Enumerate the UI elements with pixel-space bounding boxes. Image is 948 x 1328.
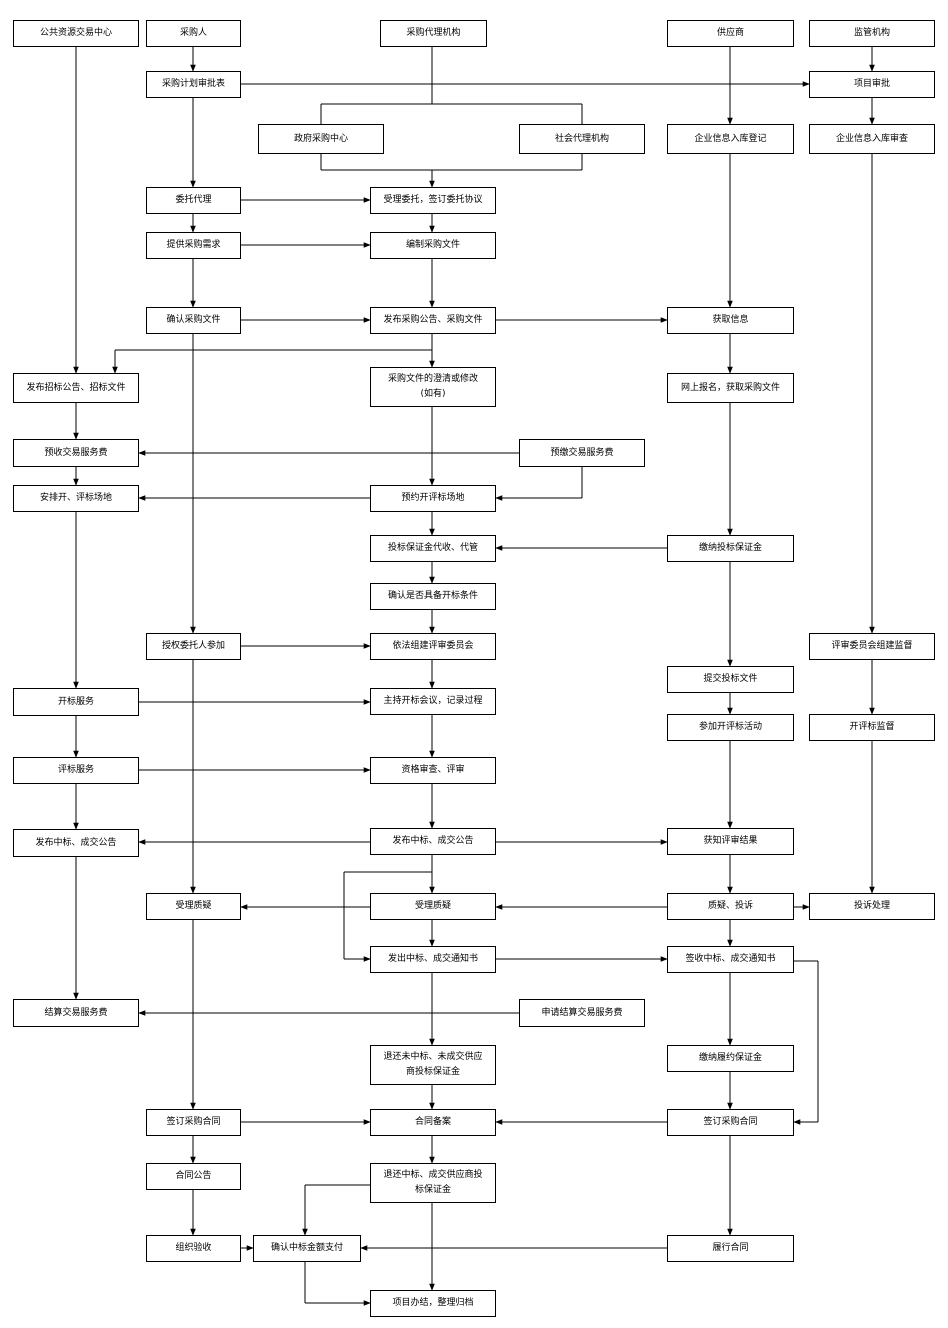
- node-wtdl: 委托代理: [146, 187, 241, 214]
- node-fbzb: 发布中标、成交公告: [370, 828, 496, 855]
- node-ysfy: 预收交易服务费: [13, 439, 139, 467]
- node-zfcg: 政府采购中心: [258, 124, 384, 154]
- node-slzy-l: 受理质疑: [146, 893, 241, 920]
- node-ggzy: 公共资源交易中心: [13, 20, 139, 47]
- node-fbgg: 发布采购公告、采购文件: [370, 307, 496, 334]
- node-hqxx: 获取信息: [667, 307, 794, 334]
- node-qdht-l: 签订采购合同: [146, 1109, 241, 1136]
- node-kbfw: 开标服务: [13, 688, 139, 716]
- node-qydj: 企业信息入库登记: [667, 124, 794, 154]
- node-slzy-m: 受理质疑: [370, 893, 496, 920]
- node-jhsp: 采购计划审批表: [146, 71, 241, 98]
- node-fctz: 发出中标、成交通知书: [370, 946, 496, 973]
- node-thzb: 退还中标、成交供应商投 标保证金: [370, 1163, 496, 1203]
- node-gys: 供应商: [667, 20, 794, 47]
- node-cqxg: 采购文件的澄清或修改 (如有): [370, 367, 496, 407]
- node-qysc: 企业信息入库审查: [809, 124, 935, 154]
- node-pbfw: 评标服务: [13, 757, 139, 784]
- node-lxht: 履行合同: [667, 1235, 794, 1262]
- node-htgg: 合同公告: [146, 1163, 241, 1190]
- node-yjfy: 预缴交易服务费: [519, 439, 645, 467]
- node-lybzj: 缴纳履约保证金: [667, 1045, 794, 1072]
- node-tgxq: 提供采购需求: [146, 232, 241, 259]
- node-zbgg2: 发布中标、成交公告: [13, 829, 139, 857]
- node-slwt: 受理委托，签订委托协议: [370, 187, 496, 214]
- node-zckh: 主持开标会议，记录过程: [370, 688, 496, 715]
- node-shdl: 社会代理机构: [519, 124, 645, 154]
- node-hzjg: 获知评审结果: [667, 828, 794, 855]
- node-wsbm: 网上报名，获取采购文件: [667, 373, 794, 403]
- node-cgr: 采购人: [146, 20, 241, 47]
- node-yycd: 预约开评标场地: [370, 485, 496, 512]
- node-qrtj: 确认是否具备开标条件: [370, 583, 496, 610]
- node-qstz: 签收中标、成交通知书: [667, 946, 794, 973]
- node-thwzb: 退还未中标、未成交供应 商投标保证金: [370, 1045, 496, 1085]
- node-xmsp: 项目审批: [809, 71, 935, 98]
- node-jsfy: 结算交易服务费: [13, 999, 139, 1027]
- node-zyts: 质疑、投诉: [667, 893, 794, 920]
- node-sqwt: 授权委托人参加: [146, 633, 241, 660]
- node-tjwj: 提交投标文件: [667, 666, 794, 693]
- node-apcd: 安排开、评标场地: [13, 485, 139, 512]
- node-qrzf: 确认中标金额支付: [253, 1235, 361, 1262]
- node-tscl: 投诉处理: [809, 893, 935, 920]
- node-qrwj: 确认采购文件: [146, 307, 241, 334]
- node-htba: 合同备案: [370, 1109, 496, 1136]
- node-jnbzj: 缴纳投标保证金: [667, 535, 794, 562]
- node-cjhd: 参加开评标活动: [667, 714, 794, 741]
- node-zzys: 组织验收: [146, 1235, 241, 1262]
- node-dljg: 采购代理机构: [380, 20, 487, 47]
- node-zgsc: 资格审查、评审: [370, 757, 496, 784]
- node-xmbj: 项目办结，整理归档: [370, 1290, 496, 1317]
- node-bzj-dg: 投标保证金代收、代管: [370, 535, 496, 562]
- node-sqjs: 申请结算交易服务费: [519, 999, 645, 1027]
- node-jgjg: 监管机构: [809, 20, 935, 47]
- node-pwjd: 评审委员会组建监督: [809, 633, 935, 660]
- node-bzwj: 编制采购文件: [370, 232, 496, 259]
- node-qdht-r: 签订采购合同: [667, 1109, 794, 1136]
- node-zjpw: 依法组建评审委员会: [370, 633, 496, 660]
- node-zbgg: 发布招标公告、招标文件: [13, 373, 139, 403]
- node-kpjd: 开评标监督: [809, 714, 935, 741]
